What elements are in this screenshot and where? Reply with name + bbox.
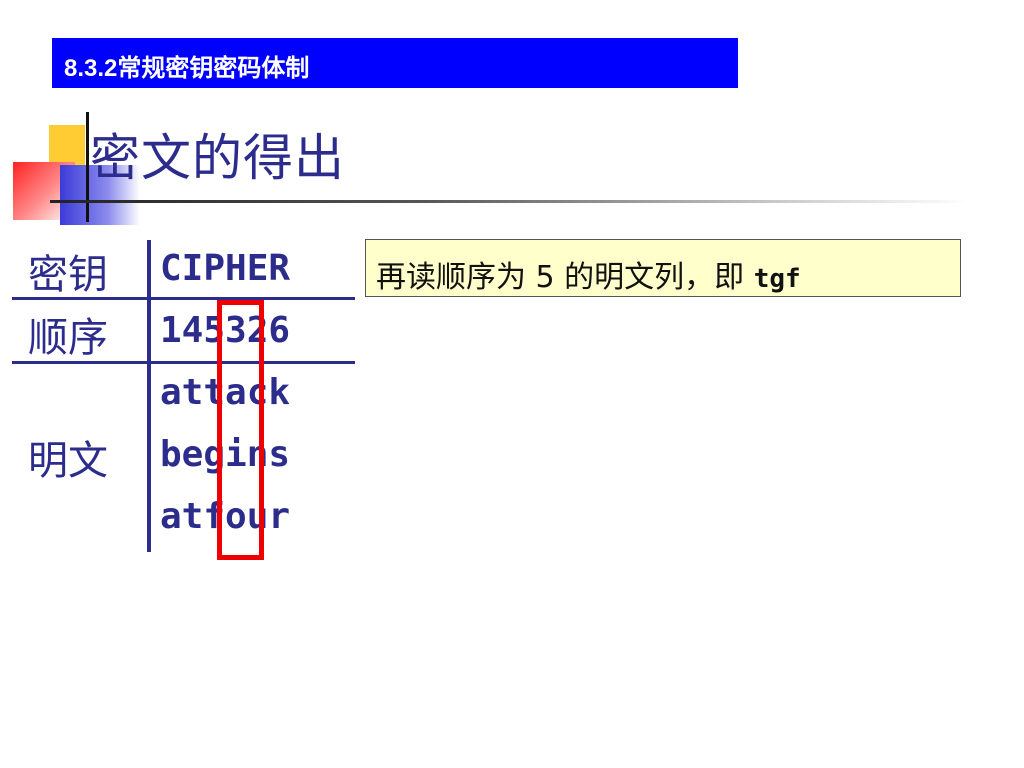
decor-horizontal-line (50, 200, 970, 203)
order-value: 145326 (160, 310, 291, 351)
key-label: 密钥 (28, 252, 108, 298)
decor-vertical-line (86, 112, 89, 222)
note-text: 再读顺序为 5 的明文列，即 (376, 260, 754, 295)
table-vertical-divider (147, 240, 151, 552)
header-bar: 8.3.2常规密钥密码体制 (52, 38, 738, 88)
plaintext-row: begins (160, 434, 291, 475)
table-divider-1 (12, 297, 355, 300)
column-highlight-box (217, 300, 264, 560)
note-code: tgf (753, 264, 801, 294)
table-divider-2 (12, 361, 355, 364)
decor-blue-square (60, 165, 140, 225)
plaintext-row: attack (160, 372, 291, 413)
explanation-note: 再读顺序为 5 的明文列，即 tgf (365, 239, 961, 297)
slide-title: 密文的得出 (90, 129, 345, 187)
key-value: CIPHER (160, 248, 291, 289)
plaintext-label: 明文 (28, 438, 108, 484)
section-title: 8.3.2常规密钥密码体制 (64, 55, 310, 82)
plaintext-row: atfour (160, 496, 291, 537)
order-label: 顺序 (28, 315, 108, 361)
